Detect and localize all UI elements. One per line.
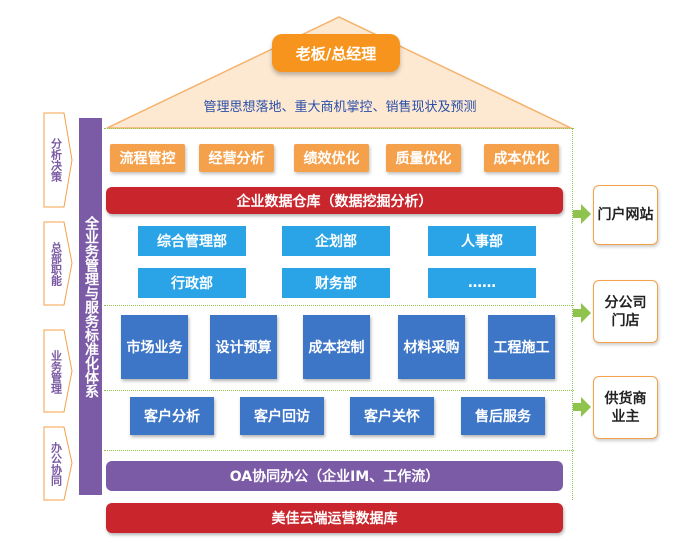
arrow-right-icon — [573, 397, 591, 417]
hq-box: 行政部 — [138, 268, 246, 298]
business-box: 设计预算 — [210, 315, 277, 379]
divider — [572, 128, 573, 500]
side-chevron-2 — [43, 221, 73, 306]
hq-box: 人事部 — [428, 226, 536, 256]
vertical-title: 全业务管理与服务标准化体系 — [83, 215, 99, 398]
arrows — [573, 204, 591, 417]
analysis-box: 流程管控 — [110, 144, 185, 172]
top-title: 老板/总经理 — [272, 34, 400, 72]
divider — [104, 128, 574, 129]
side-chevron-3 — [43, 329, 73, 413]
arrow-right-icon — [573, 303, 591, 323]
divider — [104, 305, 574, 306]
divider — [104, 390, 574, 391]
oa-bar: OA协同办公（企业IM、工作流） — [106, 461, 563, 491]
analysis-box: 绩效优化 — [294, 144, 369, 172]
hq-box: …… — [428, 268, 536, 298]
analysis-box: 质量优化 — [386, 144, 461, 172]
side-chevron-1 — [43, 112, 73, 208]
customer-box: 客户关怀 — [350, 397, 434, 435]
vertical-bar: 全业务管理与服务标准化体系 — [79, 118, 102, 495]
side-chevron-4 — [43, 426, 73, 501]
business-box: 工程施工 — [488, 315, 555, 379]
top-subtitle: 管理思想落地、重大商机掌控、销售现状及预测 — [203, 99, 477, 115]
business-box: 市场业务 — [121, 315, 188, 379]
customer-box: 售后服务 — [461, 397, 545, 435]
hq-box: 财务部 — [282, 268, 390, 298]
hq-box: 综合管理部 — [138, 226, 246, 256]
side-label-business: 业务管理 — [49, 350, 63, 394]
right-box-branch: 分公司门店 — [593, 280, 658, 343]
database-bar: 美佳云端运营数据库 — [106, 503, 563, 533]
business-box: 材料采购 — [398, 315, 465, 379]
side-label-office: 办公协同 — [49, 442, 63, 486]
right-box-supplier: 供货商业主 — [593, 376, 658, 439]
side-label-hq: 总部职能 — [49, 242, 63, 286]
customer-box: 客户分析 — [130, 397, 214, 435]
right-box-portal: 门户网站 — [593, 185, 658, 245]
customer-box: 客户回访 — [240, 397, 324, 435]
side-label-analysis: 分析决策 — [49, 138, 63, 182]
analysis-box: 经营分析 — [199, 144, 274, 172]
hq-box: 企划部 — [282, 226, 390, 256]
divider — [104, 450, 574, 451]
arrow-right-icon — [573, 204, 591, 224]
analysis-box: 成本优化 — [484, 144, 559, 172]
business-box: 成本控制 — [303, 315, 370, 379]
data-warehouse-bar: 企业数据仓库（数据挖掘分析） — [106, 187, 563, 214]
